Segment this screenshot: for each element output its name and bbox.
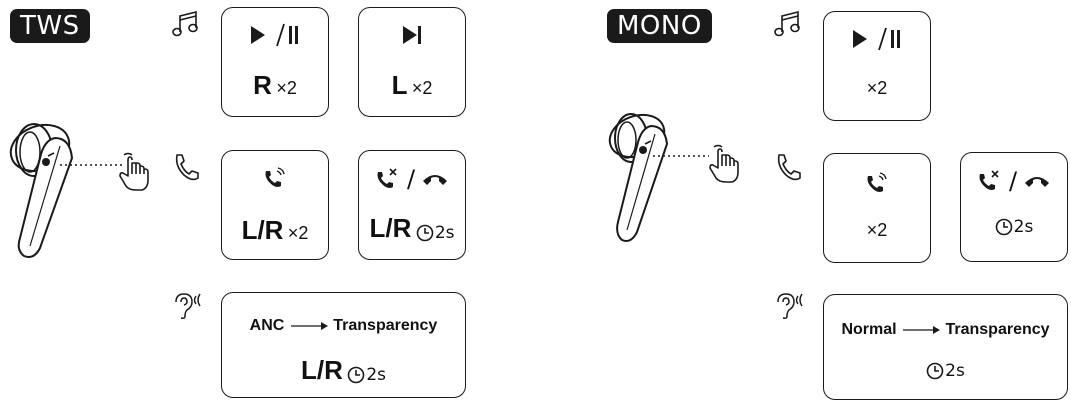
clock-icon — [926, 362, 944, 380]
tws-anc-hold: 2s — [366, 364, 387, 385]
mono-reject-card: / 2s — [960, 152, 1068, 262]
tws-answer-card: L/R ×2 — [221, 150, 329, 260]
tws-anc-from: ANC — [249, 317, 285, 334]
music-note-icon — [172, 10, 198, 37]
mono-answer-mult: ×2 — [866, 220, 888, 240]
music-note-icon — [774, 10, 800, 37]
tws-play-pause-key: R — [253, 70, 272, 100]
hang-up-icon — [423, 175, 448, 185]
tws-next-key: L — [391, 70, 408, 100]
mono-play-pause-mult: ×2 — [866, 78, 888, 98]
incoming-call-icon — [824, 172, 930, 201]
phone-icon — [175, 154, 199, 181]
hang-up-icon — [1025, 177, 1050, 187]
mono-play-pause-card: ×2 — [823, 11, 931, 121]
mono-answer-card: ×2 — [823, 153, 931, 263]
reject-call-icon — [979, 170, 999, 190]
mono-anc-card: Normal Transparency 2s — [823, 294, 1068, 400]
clock-icon — [416, 224, 434, 242]
mono-anc-hold: 2s — [945, 361, 965, 381]
tws-play-pause-mult: ×2 — [276, 78, 297, 98]
tws-reject-card: / L/R 2s — [358, 150, 466, 260]
finger-tap-icon — [709, 144, 739, 183]
play-pause-icon — [222, 22, 328, 53]
incoming-call-icon — [222, 167, 328, 196]
tws-anc-key: L/R — [300, 355, 343, 385]
play-pause-icon — [824, 26, 930, 57]
tws-next-mult: ×2 — [411, 78, 433, 98]
tws-next-card: L ×2 — [358, 7, 466, 117]
finger-tap-icon — [119, 152, 149, 191]
touch-indicator-line — [60, 164, 122, 166]
tws-anc-card: ANC Transparency L/R 2s — [221, 292, 466, 398]
arrow-right-icon — [903, 325, 941, 334]
divider-slash: / — [1008, 167, 1018, 195]
tws-reject-key: L/R — [369, 213, 412, 243]
reject-call-icon — [377, 168, 397, 188]
tws-answer-key: L/R — [241, 215, 284, 245]
mono-anc-from: Normal — [841, 321, 897, 338]
tws-anc-to: Transparency — [333, 317, 438, 334]
mono-anc-to: Transparency — [945, 321, 1050, 338]
phone-icon — [777, 154, 801, 181]
earbud-illustration — [608, 113, 669, 242]
touch-indicator-line — [653, 155, 709, 157]
mono-badge: MONO — [607, 9, 712, 43]
divider-slash: / — [406, 165, 416, 193]
ear-sound-icon — [175, 293, 201, 319]
mono-reject-hold: 2s — [1013, 217, 1034, 237]
tws-reject-hold: 2s — [434, 222, 455, 243]
tws-badge: TWS — [10, 9, 90, 43]
ear-sound-icon — [777, 293, 803, 319]
tws-play-pause-card: R ×2 — [221, 7, 329, 117]
next-track-icon — [359, 22, 465, 53]
clock-icon — [995, 218, 1012, 236]
earbud-illustration — [9, 123, 74, 258]
clock-icon — [348, 366, 365, 384]
arrow-right-icon — [290, 321, 328, 330]
tws-answer-mult: ×2 — [287, 223, 309, 243]
